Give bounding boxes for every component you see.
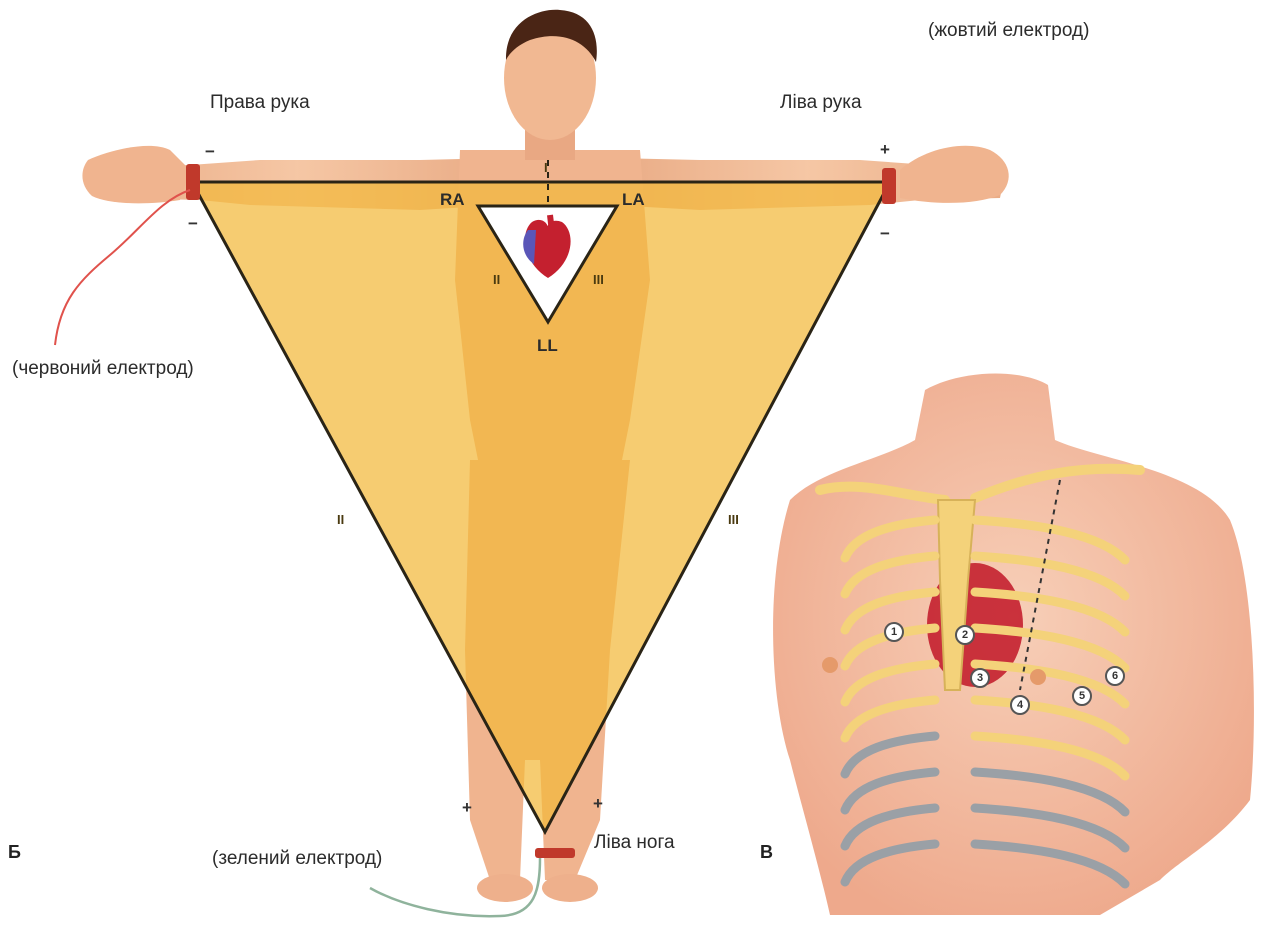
- node-ll-label: LL: [537, 336, 558, 356]
- sign-right-arm-bottom: −: [188, 214, 198, 234]
- chest-electrode-v1: 1: [884, 622, 904, 642]
- lead-i-label: I: [544, 160, 548, 175]
- label-right-arm: Права рука: [210, 92, 310, 114]
- label-red-electrode: (червоний електрод): [12, 358, 194, 380]
- label-yellow-electrode: (жовтий електрод): [928, 20, 1089, 42]
- sign-right-arm-top: −: [205, 142, 215, 162]
- left-foot-shape: [542, 874, 598, 902]
- left-nipple: [1030, 669, 1046, 685]
- sign-leg-left: +: [462, 798, 472, 818]
- chest-electrode-v4: 4: [1010, 695, 1030, 715]
- right-nipple: [822, 657, 838, 673]
- label-left-arm: Ліва рука: [780, 92, 862, 114]
- node-la-label: LA: [622, 190, 645, 210]
- right-foot-shape: [477, 874, 533, 902]
- sign-left-arm-bottom: −: [880, 224, 890, 244]
- chest-electrode-v6: 6: [1105, 666, 1125, 686]
- panel-label-v: В: [760, 842, 773, 863]
- label-green-electrode: (зелений електрод): [212, 848, 382, 870]
- node-ra-label: RA: [440, 190, 465, 210]
- left-wrist-electrode: [882, 168, 896, 204]
- left-hand-shape: [900, 146, 1009, 203]
- panel-label-b: Б: [8, 842, 21, 863]
- sign-left-arm-top: +: [880, 140, 890, 160]
- lead-ii-label: II: [337, 512, 344, 527]
- right-wrist-electrode: [186, 164, 200, 200]
- lead-iii-small-label: III: [593, 272, 604, 287]
- chest-illustration: [773, 374, 1254, 915]
- left-ankle-electrode: [535, 848, 575, 858]
- label-left-leg: Ліва нога: [594, 832, 675, 854]
- chest-electrode-v5: 5: [1072, 686, 1092, 706]
- red-wire: [55, 190, 190, 345]
- chest-electrode-v3: 3: [970, 668, 990, 688]
- chest-electrode-v2: 2: [955, 625, 975, 645]
- right-hand-shape: [82, 146, 190, 204]
- lead-ii-small-label: II: [493, 272, 500, 287]
- lead-iii-label: III: [728, 512, 739, 527]
- sign-leg-right: +: [593, 794, 603, 814]
